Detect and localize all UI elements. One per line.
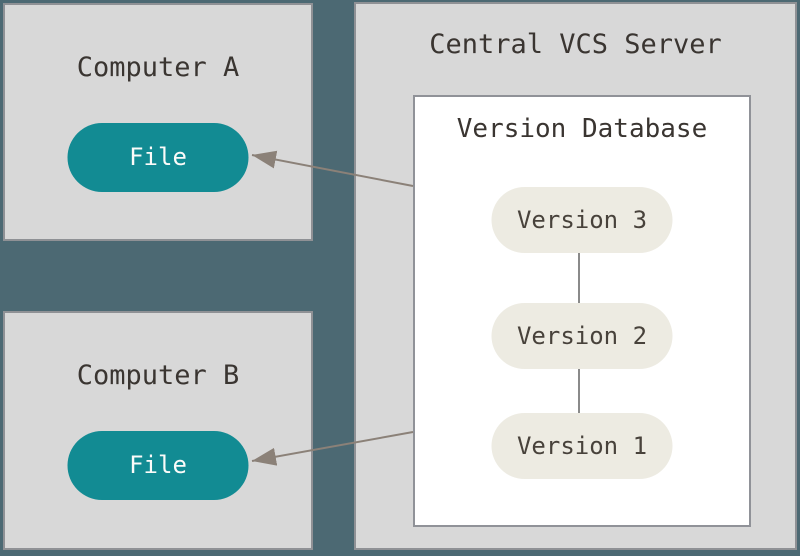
version-2-pill: Version 2 <box>491 303 673 369</box>
computer-a-file-pill: File <box>67 123 249 192</box>
computer-b-panel: Computer B File <box>3 311 313 550</box>
computer-b-file-pill: File <box>67 431 249 500</box>
version-connector-line-2-1 <box>578 369 580 413</box>
central-vcs-server-panel: Central VCS Server Version Database Vers… <box>354 2 797 550</box>
version-database-box: Version Database Version 3 Version 2 Ver… <box>413 95 751 527</box>
central-vcs-server-title: Central VCS Server <box>429 29 722 60</box>
version-1-label: Version 1 <box>516 432 648 460</box>
version-1-pill: Version 1 <box>491 413 673 479</box>
version-3-pill: Version 3 <box>491 187 673 253</box>
version-database-title: Version Database <box>456 114 708 144</box>
computer-b-file-label: File <box>129 451 187 479</box>
computer-a-file-label: File <box>129 143 187 171</box>
version-connector-line-3-2 <box>578 253 580 303</box>
computer-a-title: Computer A <box>76 52 240 83</box>
computer-a-panel: Computer A File <box>3 3 313 241</box>
version-3-label: Version 3 <box>516 206 648 234</box>
computer-b-title: Computer B <box>76 360 240 391</box>
version-2-label: Version 2 <box>516 322 648 350</box>
